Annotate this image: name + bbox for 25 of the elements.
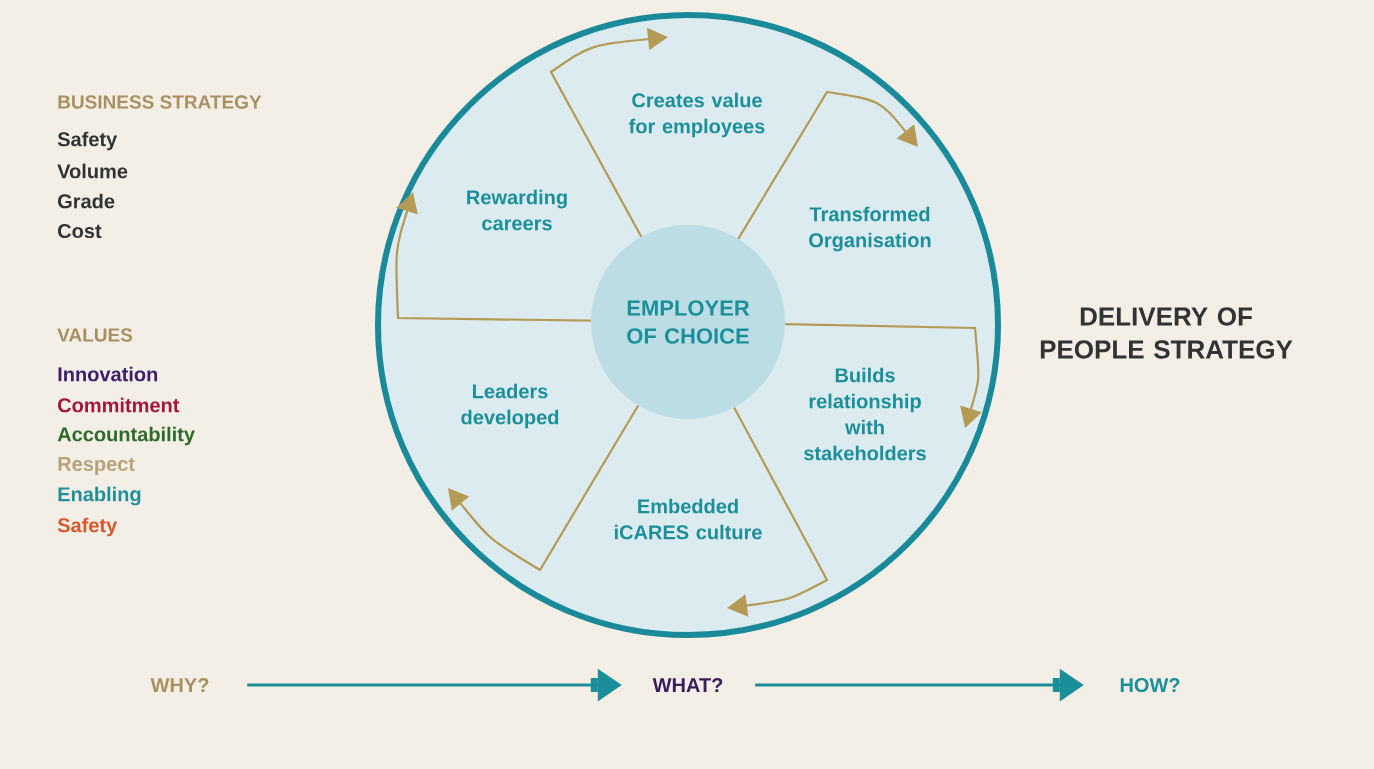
heading-text: DELIVERY OF PEOPLE STRATEGY: [1040, 307, 1293, 359]
wheel-circle: [375, 12, 1001, 638]
list-text: Accountability: [57, 426, 195, 446]
list-text: Volume: [57, 163, 128, 179]
segment-label: Transformed Organisation: [809, 206, 931, 252]
list-text: Grade: [58, 193, 115, 209]
list-text: BUSINESS STRATEGY: [58, 95, 262, 109]
segment-label: Builds relationship with stakeholders: [804, 367, 926, 461]
list-text: Respect: [58, 457, 135, 475]
arrow: [448, 404, 640, 572]
list-text: VALUES: [57, 328, 133, 342]
stage-label: HOW?: [1120, 677, 1180, 693]
list-text: Safety: [57, 517, 118, 537]
list-text: Innovation: [58, 366, 158, 382]
list-text: Enabling: [58, 486, 141, 506]
segment-label: Creates value for employees: [629, 92, 765, 138]
list-text: Cost: [58, 223, 102, 239]
stage-label: WHAT?: [652, 678, 723, 692]
segment-label: Leaders developed: [461, 383, 559, 429]
list-text: Safety: [57, 131, 118, 151]
arrow: [737, 90, 918, 240]
list-text: Commitment: [58, 397, 180, 413]
stage-label: WHY?: [150, 678, 209, 692]
segment-label: Embedded iCARES culture: [614, 498, 762, 540]
segment-label: Rewarding careers: [467, 189, 567, 231]
